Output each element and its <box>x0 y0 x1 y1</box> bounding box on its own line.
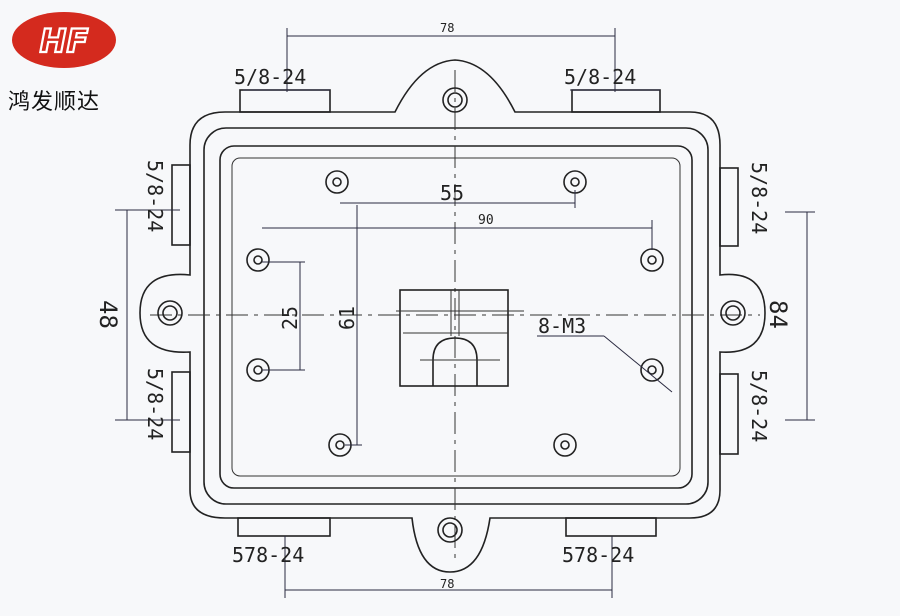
label-width-top: 78 <box>440 21 454 35</box>
hole-circle <box>553 433 577 457</box>
port-top-right <box>571 89 661 113</box>
label-thread-right-upper: 5/8-24 <box>747 162 771 234</box>
hole-circle <box>325 170 349 194</box>
label-height-84: 84 <box>764 300 792 329</box>
housing-outline <box>139 59 766 573</box>
port-bottom-left <box>237 517 331 537</box>
hole-circle <box>647 365 657 375</box>
svg-text:HF: HF <box>40 22 89 60</box>
hole-circle <box>332 177 342 187</box>
label-thread-left-upper: 5/8-24 <box>143 160 167 232</box>
label-thread-left-lower: 5/8-24 <box>143 368 167 440</box>
hole-circle <box>246 248 270 272</box>
port-left-upper <box>171 164 191 246</box>
center-terminal-block <box>396 289 524 387</box>
dimension-labels: 78 78 5/8-24 5/8-24 578-24 578-24 5/8-24… <box>94 21 792 591</box>
brand-name: 鸿发顺达 <box>8 90 101 115</box>
hole-circle <box>253 255 263 265</box>
label-spacing-90: 90 <box>478 213 494 228</box>
label-thread-top-left: 5/8-24 <box>234 65 306 89</box>
hole-circle <box>640 358 664 382</box>
label-height-48: 48 <box>94 300 122 329</box>
hole-circle <box>335 440 345 450</box>
hole-circle <box>570 177 580 187</box>
label-thread-right-lower: 5/8-24 <box>747 370 771 442</box>
port-right-lower <box>719 373 739 455</box>
hole-circle <box>725 305 741 321</box>
mounting-holes <box>157 87 746 543</box>
label-screw-callout: 8-M3 <box>538 314 586 338</box>
hole-circle <box>162 305 178 321</box>
inner-wall <box>219 145 693 489</box>
hole-circle <box>563 170 587 194</box>
port-bottom-right <box>565 517 657 537</box>
housing-rim <box>203 127 709 505</box>
label-height-25: 25 <box>278 306 302 330</box>
label-thread-bottom-left: 578-24 <box>232 543 304 567</box>
port-right-upper <box>719 167 739 247</box>
hole-circle <box>720 300 746 326</box>
label-thread-top-right: 5/8-24 <box>564 65 636 89</box>
hf-logo-mark: HF <box>12 12 116 68</box>
hole-circle <box>437 517 463 543</box>
hole-circle <box>447 92 463 108</box>
hole-circle <box>442 87 468 113</box>
hole-circle <box>640 248 664 272</box>
hole-circle <box>442 522 458 538</box>
label-width-bottom: 78 <box>440 577 454 591</box>
port-left-lower <box>171 371 191 453</box>
inner-floor <box>231 157 681 477</box>
label-height-61: 61 <box>335 306 359 330</box>
label-thread-bottom-right: 578-24 <box>562 543 634 567</box>
port-top-left <box>239 89 331 113</box>
dimension-lines <box>115 28 815 598</box>
hole-circle <box>647 255 657 265</box>
hole-circle <box>253 365 263 375</box>
hole-circle <box>560 440 570 450</box>
hole-circle <box>157 300 183 326</box>
label-spacing-55: 55 <box>440 181 464 205</box>
